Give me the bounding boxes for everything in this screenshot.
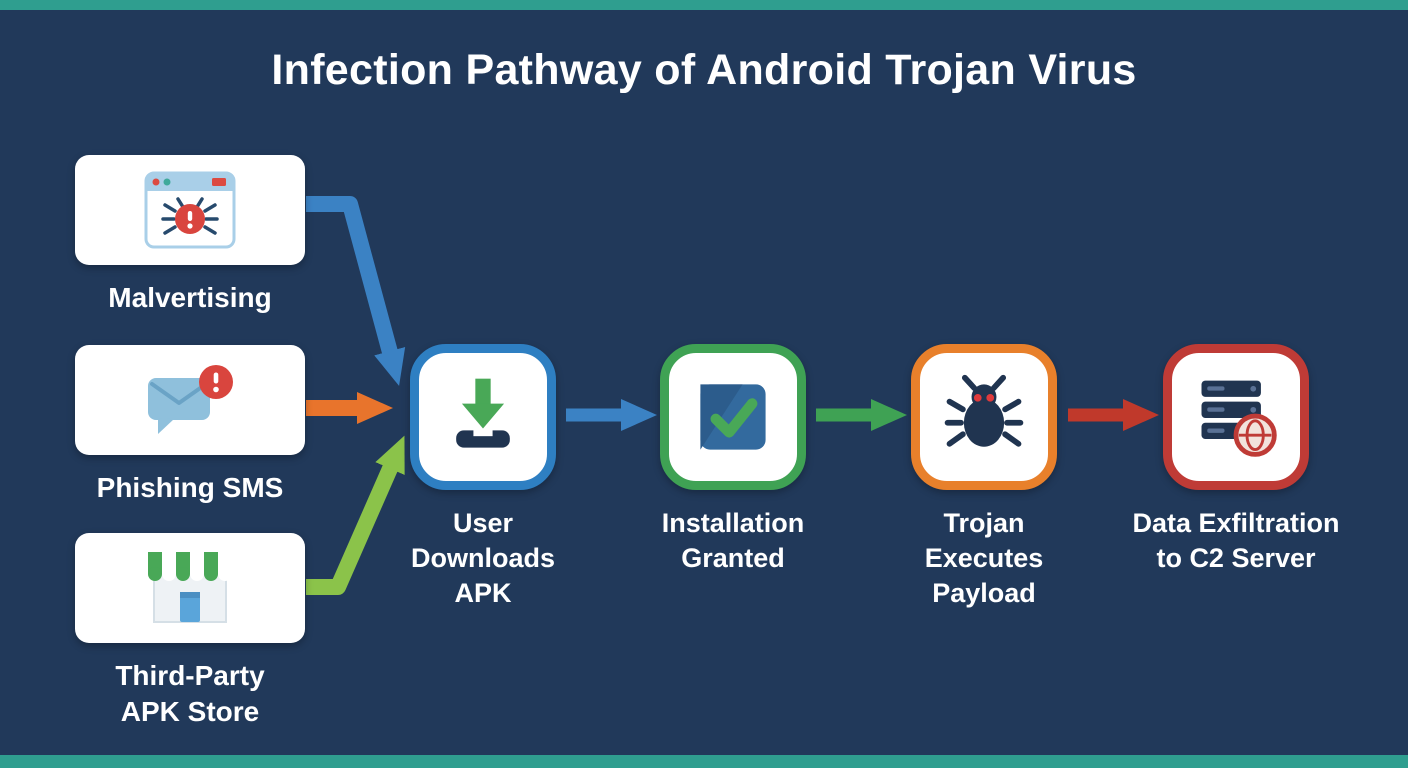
- source-label-apk-store: Third-Party APK Store: [115, 660, 265, 727]
- phishing-sms-icon: [148, 365, 233, 434]
- step-node-data-exfiltration: [1163, 344, 1309, 490]
- step-user-downloads-apk: User Downloads APK: [363, 344, 603, 611]
- source-apk-store: Third-Party APK Store: [75, 533, 305, 730]
- malvertising-browser-icon: [144, 171, 236, 249]
- source-label-phishing-sms: Phishing SMS: [96, 472, 284, 503]
- step-label-installation-granted: Installation Granted: [661, 508, 805, 574]
- source-label-malvertising: Malvertising: [108, 282, 272, 313]
- step-label-user-downloads-apk: User Downloads APK: [410, 508, 555, 609]
- bottom-edge-strip: [0, 755, 1408, 768]
- top-edge-strip: [0, 0, 1408, 10]
- trojan-bug-icon: [944, 374, 1024, 447]
- download-apk-icon: [456, 378, 510, 448]
- step-node-user-downloads-apk: [410, 344, 556, 490]
- install-check-icon: [700, 384, 766, 450]
- step-node-installation-granted: [660, 344, 806, 490]
- step-label-data-exfiltration: Data Exfiltration to C2 Server: [1132, 508, 1340, 574]
- c2-server-icon: [1201, 380, 1277, 457]
- step-node-trojan-executes-payload: [911, 344, 1057, 490]
- arrow-malvertising-to-download: [306, 196, 406, 386]
- source-phishing-sms: Phishing SMS: [75, 345, 305, 506]
- step-label-trojan-executes-payload: Trojan Executes Payload: [924, 508, 1044, 609]
- apk-store-icon: [148, 552, 232, 623]
- malvertising-card: [75, 155, 305, 265]
- phishing-sms-card: [75, 345, 305, 455]
- step-data-exfiltration: Data Exfiltration to C2 Server: [1116, 344, 1356, 576]
- step-trojan-executes-payload: Trojan Executes Payload: [864, 344, 1104, 611]
- source-malvertising: Malvertising: [75, 155, 305, 316]
- step-installation-granted: Installation Granted: [613, 344, 853, 576]
- arrow-apkstore-to-download: [306, 435, 405, 595]
- apk-store-card: [75, 533, 305, 643]
- page-title: Infection Pathway of Android Trojan Viru…: [271, 46, 1137, 94]
